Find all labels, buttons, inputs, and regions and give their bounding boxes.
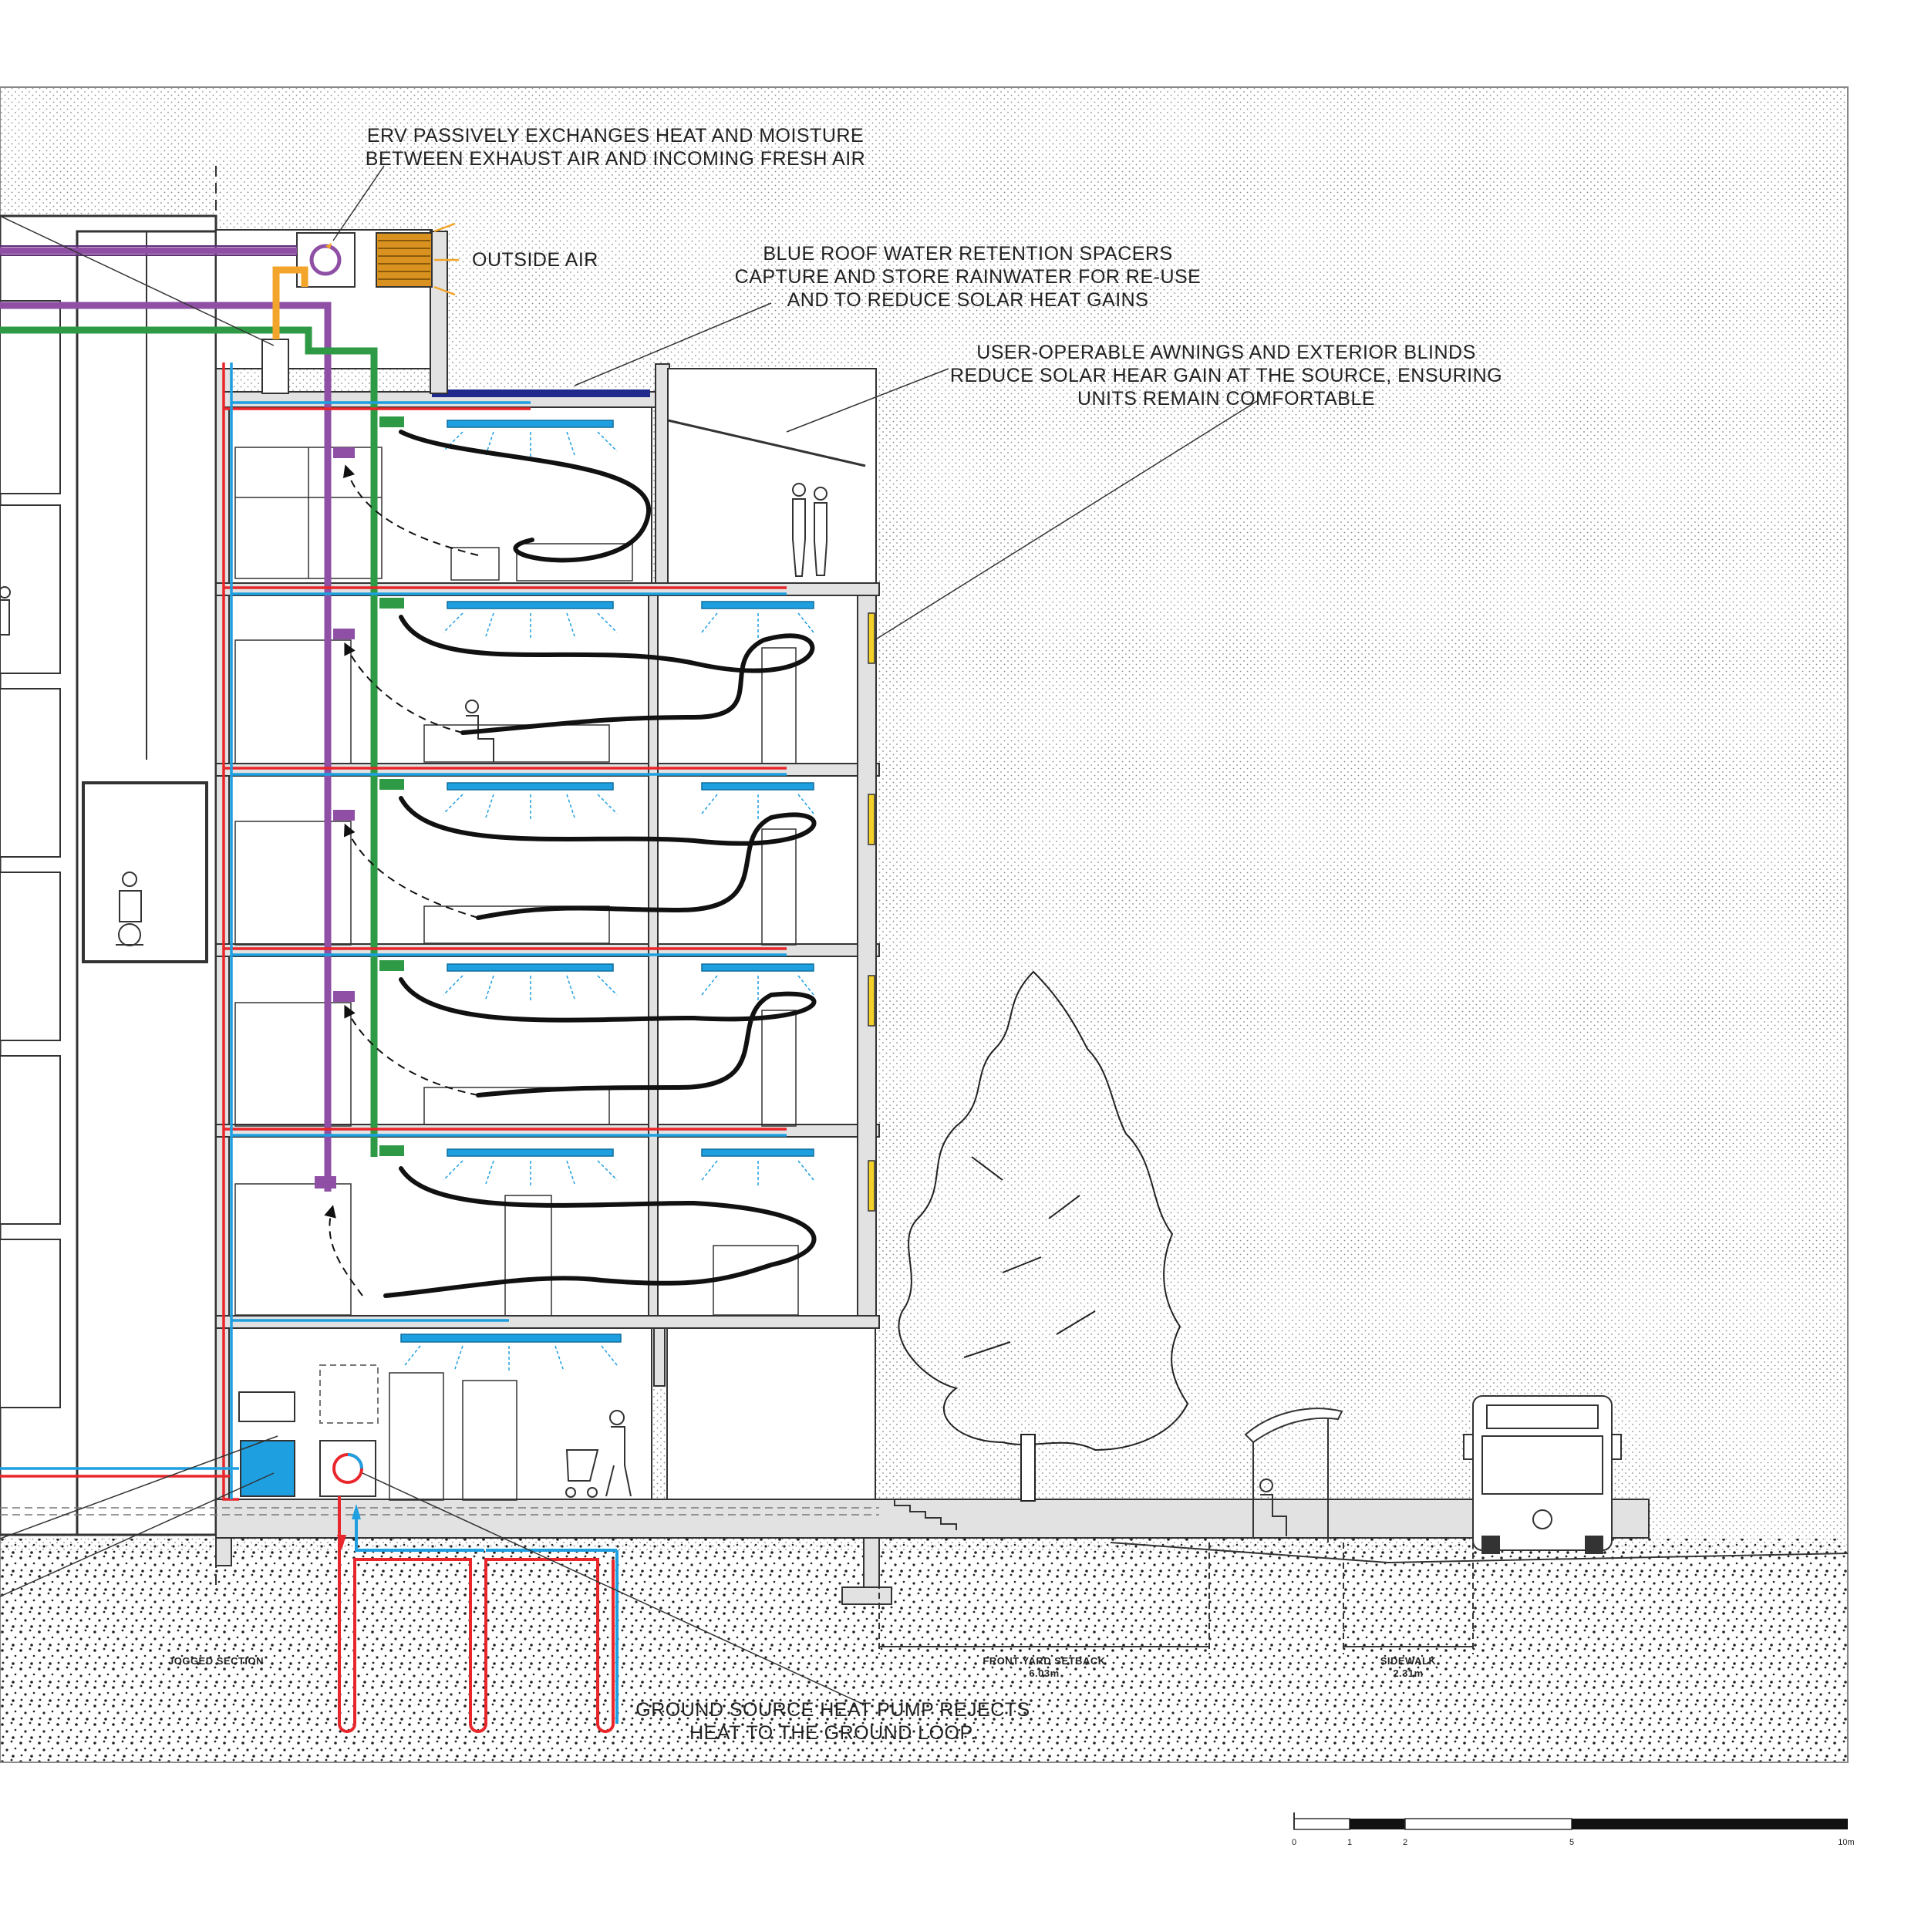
svg-text:0: 0 — [1292, 1838, 1296, 1847]
return-air-dashes — [324, 464, 479, 1296]
svg-text:BETWEEN EXHAUST AIR AND INCOMI: BETWEEN EXHAUST AIR AND INCOMING FRESH A… — [366, 148, 865, 170]
svg-text:REDUCE SOLAR HEAR GAIN AT THE: REDUCE SOLAR HEAR GAIN AT THE SOURCE, EN… — [950, 365, 1502, 386]
supply-grilles — [379, 416, 404, 1156]
svg-text:10m: 10m — [1838, 1838, 1854, 1847]
exterior-blinds — [868, 612, 875, 1212]
bus-shelter — [1244, 1408, 1343, 1543]
main-building — [0, 166, 1650, 1605]
heat-pump — [319, 1440, 376, 1497]
ground-line — [1110, 1542, 1849, 1564]
sidewalk-dimension — [1343, 1543, 1474, 1654]
bus — [1463, 1395, 1622, 1554]
svg-text:ERV PASSIVELY EXCHANGES HEAT A: ERV PASSIVELY EXCHANGES HEAT AND MOISTUR… — [367, 125, 864, 147]
ground-loop — [337, 1496, 619, 1733]
ground-floor-mechanical — [238, 1364, 379, 1497]
outside-air-louver — [376, 232, 433, 288]
wheelchair-user — [116, 872, 143, 946]
hot-pipes — [0, 362, 787, 1501]
standing-person — [0, 586, 11, 636]
cooling-arrows — [404, 431, 814, 1372]
blue-roof-retention — [432, 389, 650, 397]
buffer-tank — [240, 1440, 295, 1497]
seated-person — [465, 700, 494, 762]
drawing-frame — [0, 86, 1849, 1763]
svg-text:USER-OPERABLE AWNINGS AND EXTE: USER-OPERABLE AWNINGS AND EXTERIOR BLIND… — [976, 342, 1476, 363]
exhaust-grilles — [315, 447, 355, 1189]
svg-text:HEAT TO THE GROUND LOOP.: HEAT TO THE GROUND LOOP. — [689, 1722, 976, 1744]
svg-text:FRONT YARD SETBACK: FRONT YARD SETBACK — [983, 1655, 1105, 1667]
rooftop-mechanical — [261, 222, 459, 394]
scale-bar: 0 1 2 5 10m — [1292, 1812, 1855, 1847]
annotation-blue-roof: BLUE ROOF WATER RETENTION SPACERS CAPTUR… — [735, 243, 1202, 311]
front-yard-dimension — [878, 1543, 1210, 1654]
person-with-stroller — [565, 1410, 632, 1498]
annotation-heat-pump: GROUND SOURCE HEAT PUMP REJECTS HEAT TO … — [635, 1699, 1030, 1744]
supply-duct — [0, 326, 378, 1157]
leader-lines — [0, 165, 1258, 1705]
elevator — [82, 781, 208, 963]
svg-text:CAPTURE AND STORE RAINWATER FO: CAPTURE AND STORE RAINWATER FOR RE-USE — [735, 266, 1202, 288]
annotation-awnings: USER-OPERABLE AWNINGS AND EXTERIOR BLIND… — [950, 342, 1502, 410]
soil-field — [0, 1539, 1848, 1762]
svg-text:1: 1 — [1347, 1838, 1352, 1847]
exhaust-duct — [0, 247, 332, 1192]
svg-text:6.03m: 6.03m — [1029, 1667, 1059, 1679]
svg-text:SIDEWALK: SIDEWALK — [1380, 1655, 1437, 1667]
intake-duct — [272, 266, 308, 339]
svg-text:2: 2 — [1403, 1838, 1407, 1847]
svg-text:2.31m: 2.31m — [1393, 1667, 1423, 1679]
annotation-outside-air: OUTSIDE AIR — [472, 249, 598, 271]
heat-recovery-box — [261, 339, 289, 394]
airflow-paths — [383, 430, 817, 1298]
annotation-erv: ERV PASSIVELY EXCHANGES HEAT AND MOISTUR… — [366, 125, 865, 170]
jogged-section-label: JOGGED SECTION — [168, 1655, 264, 1667]
svg-text:BLUE ROOF WATER RETENTION SPAC: BLUE ROOF WATER RETENTION SPACERS — [763, 243, 1172, 265]
svg-text:UNITS REMAIN COMFORTABLE: UNITS REMAIN COMFORTABLE — [1077, 388, 1375, 410]
svg-text:GROUND SOURCE HEAT PUMP REJECT: GROUND SOURCE HEAT PUMP REJECTS — [635, 1699, 1030, 1721]
adjacent-building — [0, 214, 217, 1536]
cold-pipes — [0, 362, 787, 1499]
svg-text:5: 5 — [1569, 1838, 1574, 1847]
svg-text:AND TO REDUCE SOLAR HEAT GAINS: AND TO REDUCE SOLAR HEAT GAINS — [787, 289, 1149, 311]
radiant-panels — [400, 420, 814, 1343]
tree — [898, 970, 1189, 1502]
terrace-people — [792, 483, 827, 577]
